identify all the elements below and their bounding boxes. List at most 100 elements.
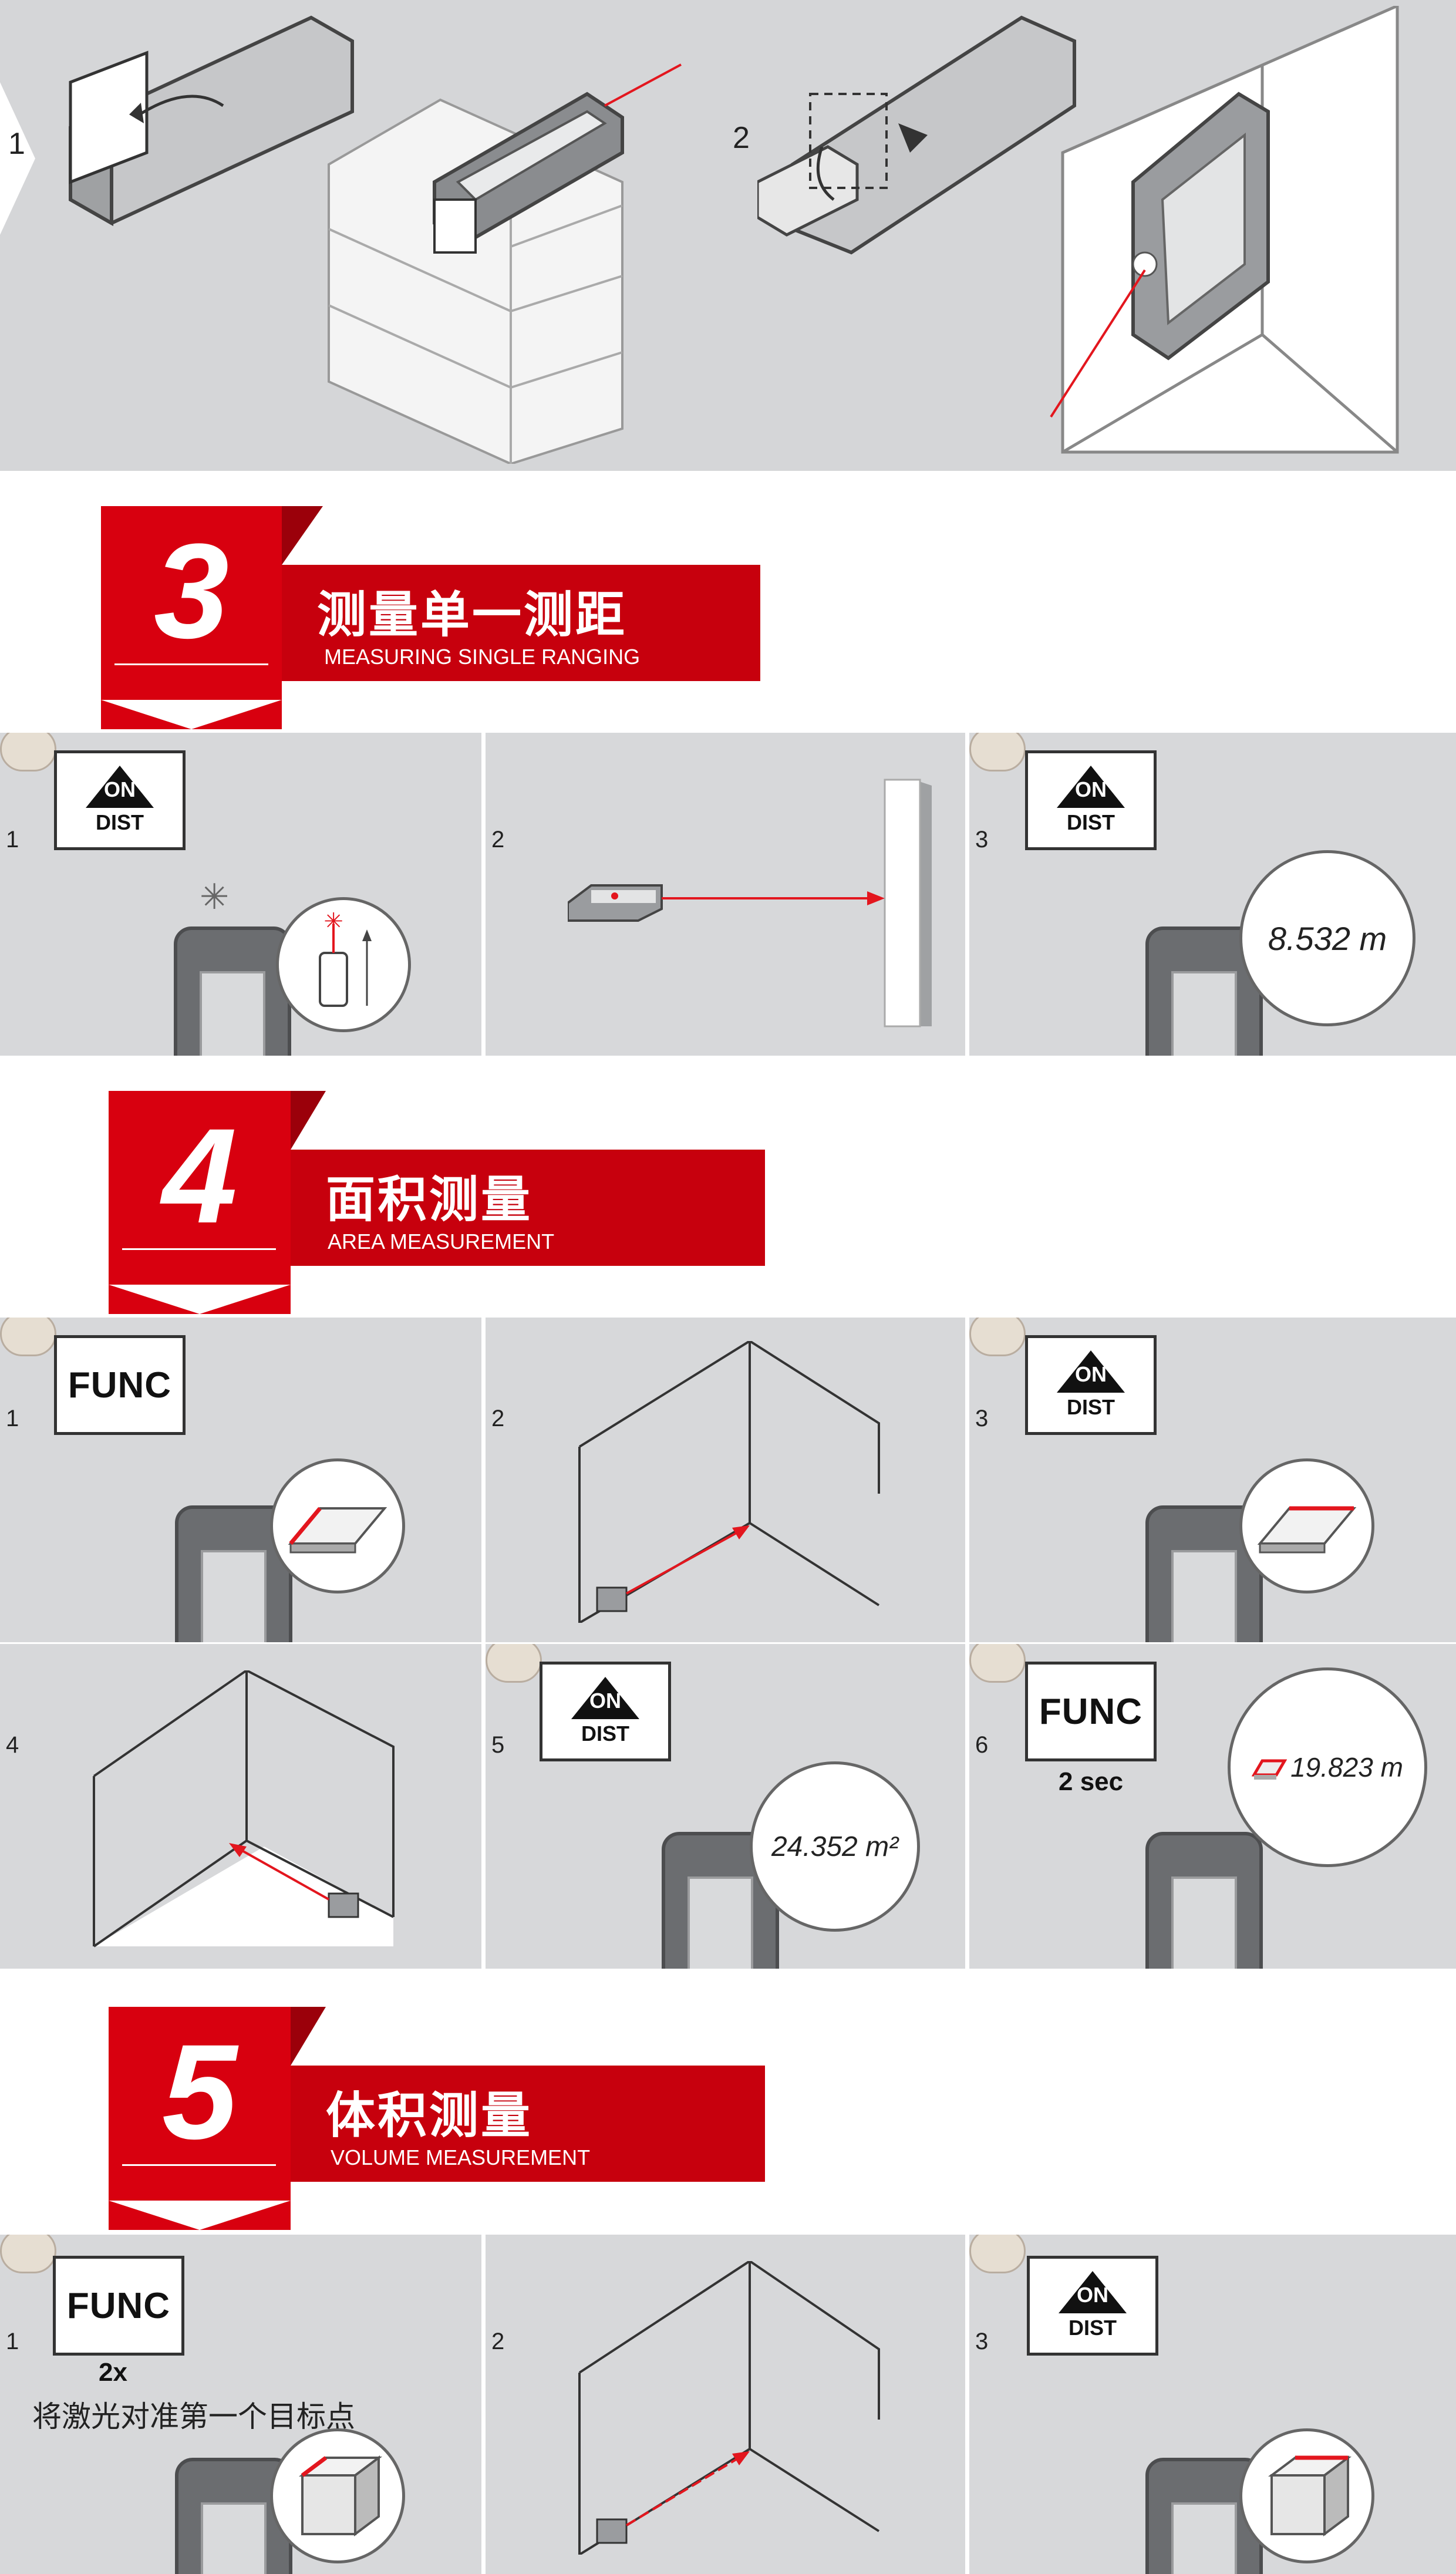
distance-reading: 8.532 m <box>1268 919 1387 957</box>
on-dist-button[interactable]: ON DIST <box>54 750 186 850</box>
step-panel: 3 ON DIST 8.532 m <box>969 733 1456 1056</box>
volume-width-icon <box>1268 2455 1351 2536</box>
step-number: 1 <box>6 2329 19 2354</box>
area-width-icon <box>1257 1506 1357 1554</box>
laser-spark-icon: ✳ <box>200 877 230 918</box>
banner-bar <box>282 565 760 681</box>
on-dist-button[interactable]: ON DIST <box>1025 750 1157 850</box>
step-panel: 2 <box>486 1318 965 1642</box>
section-title-en: MEASURING SINGLE RANGING <box>324 645 641 669</box>
step-number: 1 <box>6 827 19 853</box>
section-title-en: AREA MEASUREMENT <box>328 1229 555 1254</box>
step-panel: 3 ON DIST <box>969 2235 1456 2574</box>
banner-rule <box>122 2164 276 2166</box>
perimeter-icon <box>1252 1759 1288 1780</box>
func-button[interactable]: FUNC <box>1025 1662 1157 1761</box>
dist-label: DIST <box>1066 1395 1115 1419</box>
step-number: 2 <box>733 121 750 155</box>
dist-label: DIST <box>95 810 144 834</box>
on-dist-button[interactable]: ON DIST <box>1027 2256 1158 2356</box>
device-icon <box>1145 1832 1263 1969</box>
banner-rule <box>114 663 268 665</box>
device-with-endpiece-illustration <box>69 15 682 464</box>
step-panel: 1 ON DIST ✳ ✳ <box>0 733 481 1056</box>
finger-icon <box>969 733 1026 771</box>
finger-icon <box>969 1644 1026 1683</box>
banner-fold <box>291 1091 326 1150</box>
section-number: 4 <box>109 1091 291 1314</box>
perimeter-reading: 19.823 m <box>1290 1752 1403 1783</box>
step-number: 4 <box>6 1732 19 1758</box>
func-button[interactable]: FUNC <box>54 1335 186 1435</box>
finger-icon <box>969 1318 1026 1356</box>
section-number: 3 <box>101 506 282 729</box>
device-icon <box>174 926 291 1056</box>
laser-on-icon: ✳ <box>319 912 372 1007</box>
step-number: 5 <box>491 1732 505 1758</box>
device-measuring-wall-illustration <box>568 779 932 1027</box>
step-number: 2 <box>491 2329 505 2354</box>
func-button[interactable]: FUNC <box>53 2256 184 2356</box>
finger-icon <box>0 733 56 771</box>
step-panel: 3 ON DIST <box>969 1318 1456 1642</box>
room-width-measure-illustration <box>93 1670 395 1948</box>
step-number: 3 <box>975 1406 989 1431</box>
banner-bar <box>291 1150 765 1266</box>
reading-bubble: 24.352 m² <box>750 1761 920 1932</box>
step-panel: 4 <box>0 1644 481 1969</box>
section-banner: 5 体积测量 VOLUME MEASUREMENT <box>0 2007 1456 2230</box>
area-reading: 24.352 m² <box>771 1831 899 1862</box>
step-panel: 2 <box>486 2235 965 2574</box>
section-banner: 4 面积测量 AREA MEASUREMENT <box>0 1091 1456 1314</box>
step-number: 6 <box>975 1732 989 1758</box>
section-title-cn: 面积测量 <box>326 1171 533 1228</box>
area-mode-bubble <box>270 1458 405 1593</box>
dist-label: DIST <box>1066 810 1115 834</box>
step-panel: 1 FUNC 2x 将激光对准第一个目标点 <box>0 2235 481 2574</box>
banner-rule <box>122 1248 276 1250</box>
finger-icon <box>486 1644 542 1683</box>
hold-duration: 2 sec <box>1059 1767 1124 1796</box>
banner-fold <box>282 506 323 565</box>
reading-bubble: 8.532 m <box>1239 850 1415 1026</box>
section-banner: 3 测量单一测距 MEASURING SINGLE RANGING <box>0 506 1456 729</box>
step-number: 1 <box>8 127 25 161</box>
banner-notch <box>109 1285 291 1314</box>
room-volume-measure-illustration <box>578 2261 880 2555</box>
section-title-cn: 体积测量 <box>326 2087 533 2144</box>
on-dist-button[interactable]: ON DIST <box>1025 1335 1157 1435</box>
finger-icon <box>969 2235 1026 2273</box>
finger-icon <box>0 1318 56 1356</box>
on-dist-button[interactable]: ON DIST <box>540 1662 671 1761</box>
device-icon <box>1145 926 1263 1056</box>
reading-bubble: 19.823 m <box>1228 1667 1427 1867</box>
step-number: 3 <box>975 2329 989 2354</box>
section-title-cn: 测量单一测距 <box>317 586 628 644</box>
dist-label: DIST <box>1068 2316 1117 2340</box>
step-panel: 6 FUNC 2 sec 19.823 m <box>969 1644 1456 1969</box>
top-strip: 1 2 <box>0 0 1456 471</box>
step-marker <box>0 82 35 235</box>
banner-bar <box>291 2066 765 2182</box>
room-length-measure-illustration <box>578 1341 880 1623</box>
area-width-bubble <box>1239 1458 1374 1593</box>
svg-text:✳: ✳ <box>323 912 343 935</box>
step-panel: 2 <box>486 733 965 1056</box>
step-number: 3 <box>975 827 989 853</box>
press-count: 2x <box>99 2358 127 2387</box>
finger-icon <box>0 2235 56 2273</box>
dist-label: DIST <box>581 1721 629 1746</box>
step-panel: 5 ON DIST 24.352 m² <box>486 1644 965 1969</box>
area-mode-icon <box>288 1507 387 1554</box>
device-against-corner-illustration <box>757 6 1399 454</box>
volume-width-bubble <box>1239 2428 1374 2563</box>
banner-fold <box>291 2007 326 2066</box>
laser-on-bubble: ✳ <box>276 897 411 1032</box>
section-number: 5 <box>109 2007 291 2230</box>
banner-notch <box>101 700 282 729</box>
volume-mode-bubble <box>270 2428 405 2563</box>
volume-mode-icon <box>299 2455 382 2536</box>
section-title-en: VOLUME MEASUREMENT <box>331 2145 591 2169</box>
instruction-note: 将激光对准第一个目标点 <box>32 2400 355 2434</box>
banner-notch <box>109 2201 291 2230</box>
